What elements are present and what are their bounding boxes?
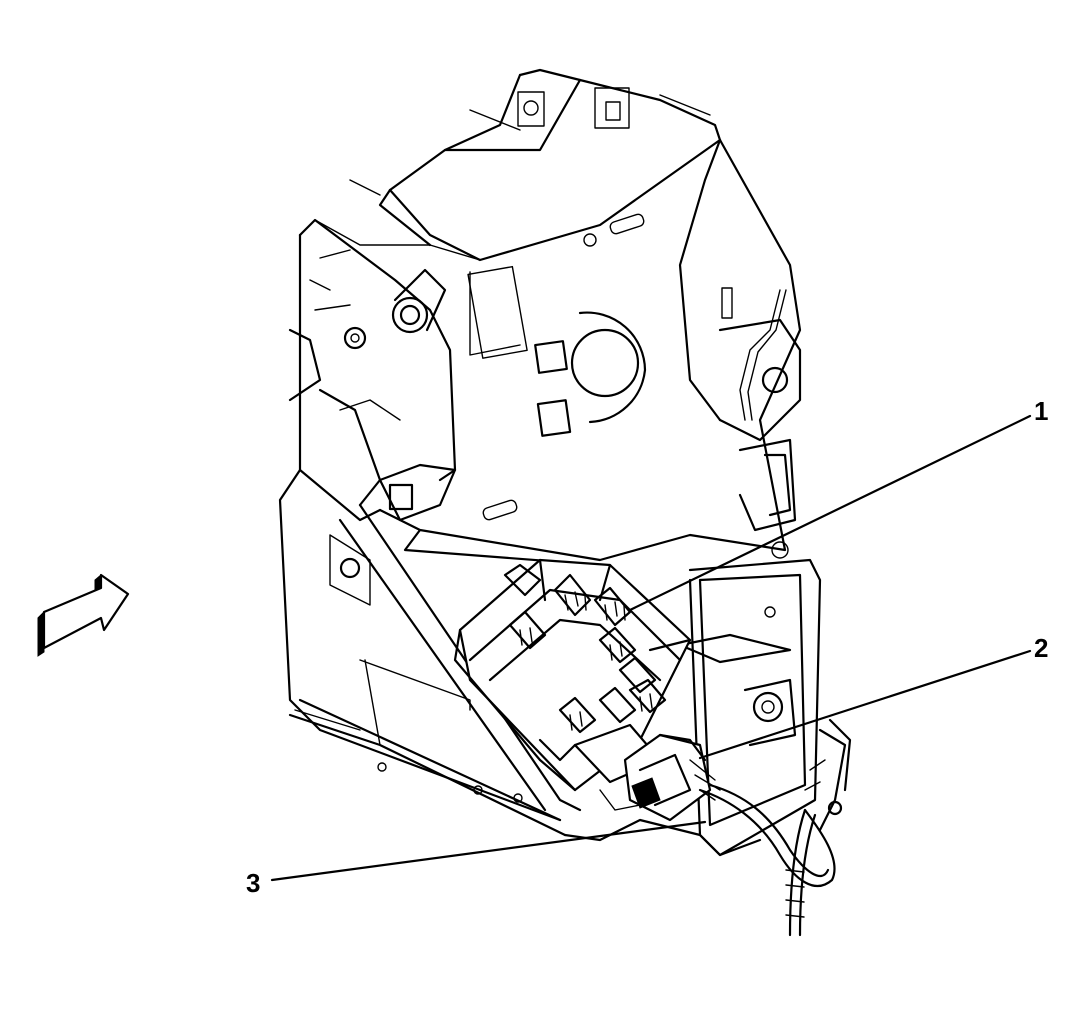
electrical-connector bbox=[573, 723, 721, 822]
leader-line-1 bbox=[628, 414, 1032, 612]
callout-3: 3 bbox=[246, 868, 261, 898]
leader-lines bbox=[270, 414, 1032, 882]
wiring-harness bbox=[698, 718, 852, 937]
callout-2: 2 bbox=[1034, 633, 1049, 663]
leader-line-3 bbox=[270, 820, 707, 882]
instrument-panel-structure bbox=[278, 68, 802, 857]
callout-1: 1 bbox=[1034, 396, 1049, 426]
leader-line-2 bbox=[698, 649, 1032, 760]
view-direction-arrow-icon bbox=[37, 573, 130, 657]
mounting-plate bbox=[678, 289, 822, 857]
